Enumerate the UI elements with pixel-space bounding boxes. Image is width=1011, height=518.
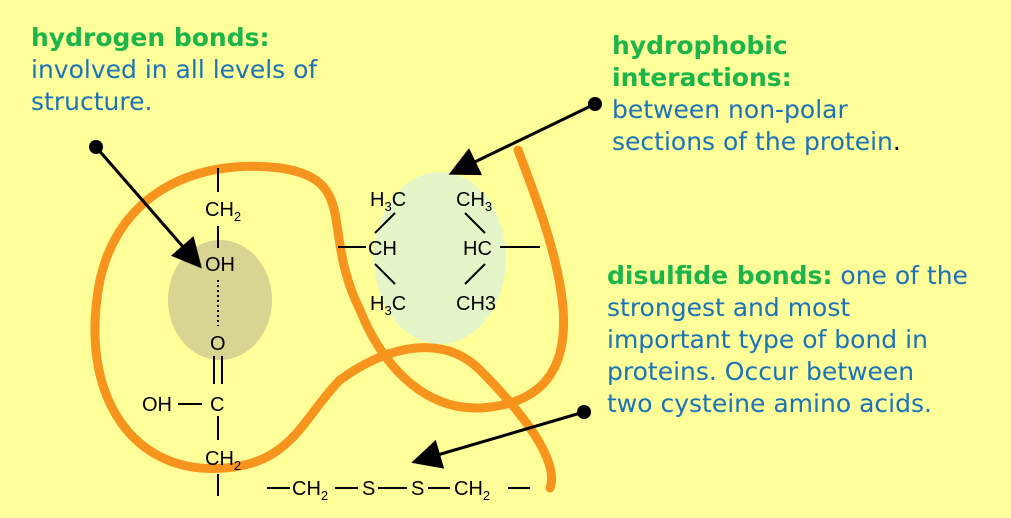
hydrophobic-period: . (892, 127, 901, 156)
disulfide-line1-wrap: disulfide bonds: one of the (607, 260, 968, 292)
o-label: O (210, 333, 226, 355)
ch3-bottom-label: CH3 (456, 293, 496, 315)
sulfur-right-label: S (411, 478, 424, 500)
disulfide-line5: two cysteine amino acids. (607, 389, 932, 418)
hc-label: HC (463, 238, 492, 260)
ch3-top-label: CH3 (456, 189, 492, 214)
hydrophobic-highlight (374, 172, 506, 344)
hydrogen-bonds-line1: involved in all levels of (31, 55, 318, 84)
protein-strand (90, 145, 568, 493)
hydrogen-bond-arrow (89, 140, 202, 269)
oh-c-label: OH (142, 394, 172, 416)
left-chain-bonds (178, 168, 530, 496)
hydrophobic-text: hydrophobic interactions: between non-po… (612, 30, 901, 158)
ch-label: CH (368, 238, 397, 260)
disulfide-arrow (411, 405, 591, 469)
hydrophobic-line1: between non-polar (612, 95, 848, 124)
sulfur-left-label: S (362, 478, 375, 500)
oh-label: OH (205, 254, 235, 276)
disulfide-ch2-right: CH2 (454, 478, 490, 503)
h3c-top-label: H3C (370, 189, 406, 214)
hydrogen-bonds-text: hydrogen bonds: involved in all levels o… (31, 22, 317, 118)
disulfide-line3: important type of bond in (607, 325, 928, 354)
disulfide-line2: strongest and most (607, 293, 851, 322)
hydrogen-bonds-line2: structure. (31, 87, 153, 116)
hydrogen-bond-highlight (168, 240, 272, 360)
hydrophobic-title-line1: hydrophobic (612, 31, 788, 60)
disulfide-ch2-left: CH2 (292, 478, 328, 503)
hydrophobic-line2-wrap: sections of the protein. (612, 126, 901, 158)
disulfide-line4: proteins. Occur between (607, 357, 915, 386)
disulfide-line1: one of the (832, 261, 968, 290)
hydrophobic-line2: sections of the protein (612, 127, 893, 156)
c-label: C (210, 394, 224, 416)
hydrophobic-arrow (448, 97, 602, 176)
hydrophobic-title-line2: interactions: (612, 63, 792, 92)
hydrophobic-bonds (338, 212, 540, 285)
hydrogen-bonds-title: hydrogen bonds: (31, 23, 270, 52)
ch2-bottom-label: CH2 (205, 448, 241, 473)
ch2-top-label: CH2 (205, 199, 241, 224)
disulfide-title: disulfide bonds: (607, 261, 833, 290)
disulfide-text: disulfide bonds: one of the strongest an… (607, 260, 968, 420)
h3c-bottom-label: H3C (370, 293, 406, 318)
